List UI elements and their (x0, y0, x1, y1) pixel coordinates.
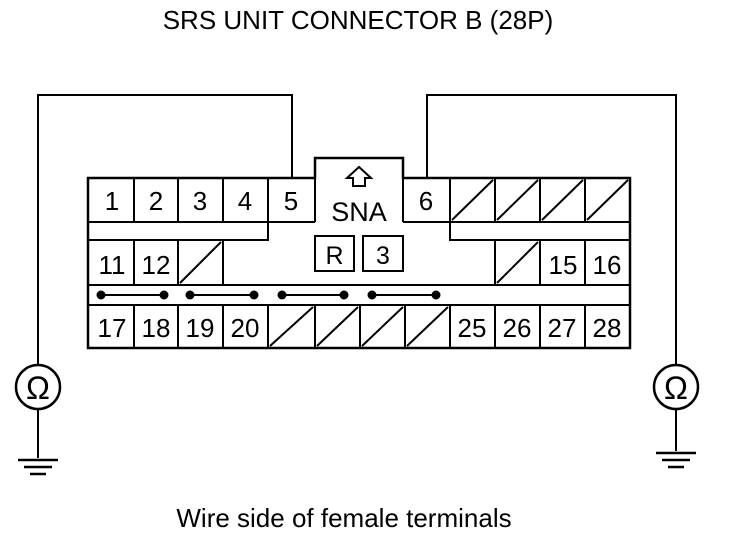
left-ohmmeter: Ω (14, 363, 62, 411)
terminal-17: 17 (98, 313, 127, 343)
left-ohm-symbol: Ω (26, 370, 50, 406)
terminal-20: 20 (231, 313, 260, 343)
terminal-2: 2 (149, 186, 163, 216)
terminal-26: 26 (503, 313, 532, 343)
terminal-19: 19 (186, 313, 215, 343)
terminal-27: 27 (548, 313, 577, 343)
terminal-1: 1 (105, 186, 119, 216)
left-test-lead (37, 94, 293, 458)
lock-label: SNA (331, 197, 387, 227)
terminal-25: 25 (458, 313, 487, 343)
terminal-16: 16 (593, 250, 622, 280)
terminal-6: 6 (419, 186, 433, 216)
diagram-title: SRS UNIT CONNECTOR B (28P) (163, 5, 554, 35)
right-test-lead (426, 94, 677, 451)
terminal-12: 12 (142, 250, 171, 280)
key-box-r (314, 235, 355, 272)
empty-cavity-marks (179, 179, 629, 347)
key-box-3 (362, 235, 404, 272)
terminal-28: 28 (593, 313, 622, 343)
left-ground-icon (18, 458, 58, 476)
terminal-4: 4 (238, 186, 252, 216)
terminal-18: 18 (142, 313, 171, 343)
diagram-caption: Wire side of female terminals (176, 503, 511, 533)
terminal-15: 15 (549, 250, 578, 280)
right-ground-icon (656, 451, 696, 469)
connector-inner-lines (88, 178, 630, 348)
lock-arrow-icon (344, 165, 374, 187)
right-ohm-symbol: Ω (664, 370, 688, 406)
shorting-bars (96, 290, 441, 300)
key-label-3: 3 (376, 242, 390, 270)
right-ohmmeter: Ω (652, 363, 700, 411)
key-label-r: R (325, 242, 343, 270)
terminal-5: 5 (284, 186, 298, 216)
terminal-3: 3 (193, 186, 207, 216)
terminal-11: 11 (99, 250, 126, 280)
